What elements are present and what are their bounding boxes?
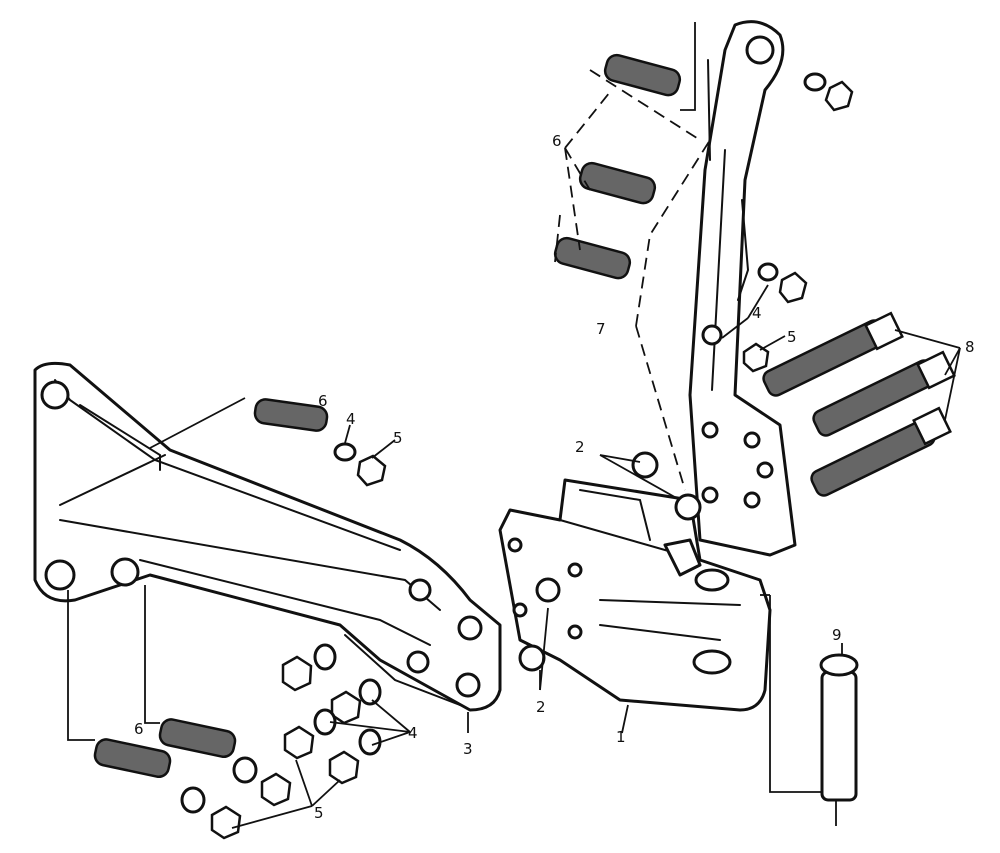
- callout-label: 9: [832, 626, 842, 644]
- callout-label: 8: [965, 338, 975, 356]
- callout-label: 4: [346, 410, 356, 428]
- callout-label: 3: [463, 740, 473, 758]
- callout-label: 5: [314, 804, 324, 822]
- pin-part-9: [819, 653, 859, 802]
- long-bolt-set-part-8: [762, 311, 956, 497]
- callout-labels: 1 2 2 3 4 4 4 5 5 5 6 6 6 7 8 9: [134, 132, 975, 822]
- callout-label: 7: [596, 320, 606, 338]
- stud-set-part-6: [93, 53, 682, 779]
- left-bracket-part-3: [33, 361, 502, 712]
- callout-label: 6: [134, 720, 144, 738]
- upper-arm-part-7: [688, 20, 797, 557]
- washers-and-nuts: [180, 72, 854, 840]
- callout-label: 2: [536, 698, 546, 716]
- callout-label: 4: [408, 724, 418, 742]
- callout-label: 6: [552, 132, 562, 150]
- callout-label: 4: [752, 304, 762, 322]
- callout-label: 6: [318, 392, 328, 410]
- callout-label: 5: [393, 429, 403, 447]
- callout-label: 2: [575, 438, 585, 456]
- callout-label: 1: [616, 728, 626, 746]
- leader-lines: [67, 22, 961, 829]
- callout-label: 5: [787, 328, 797, 346]
- hook-body-part-1: [498, 478, 772, 712]
